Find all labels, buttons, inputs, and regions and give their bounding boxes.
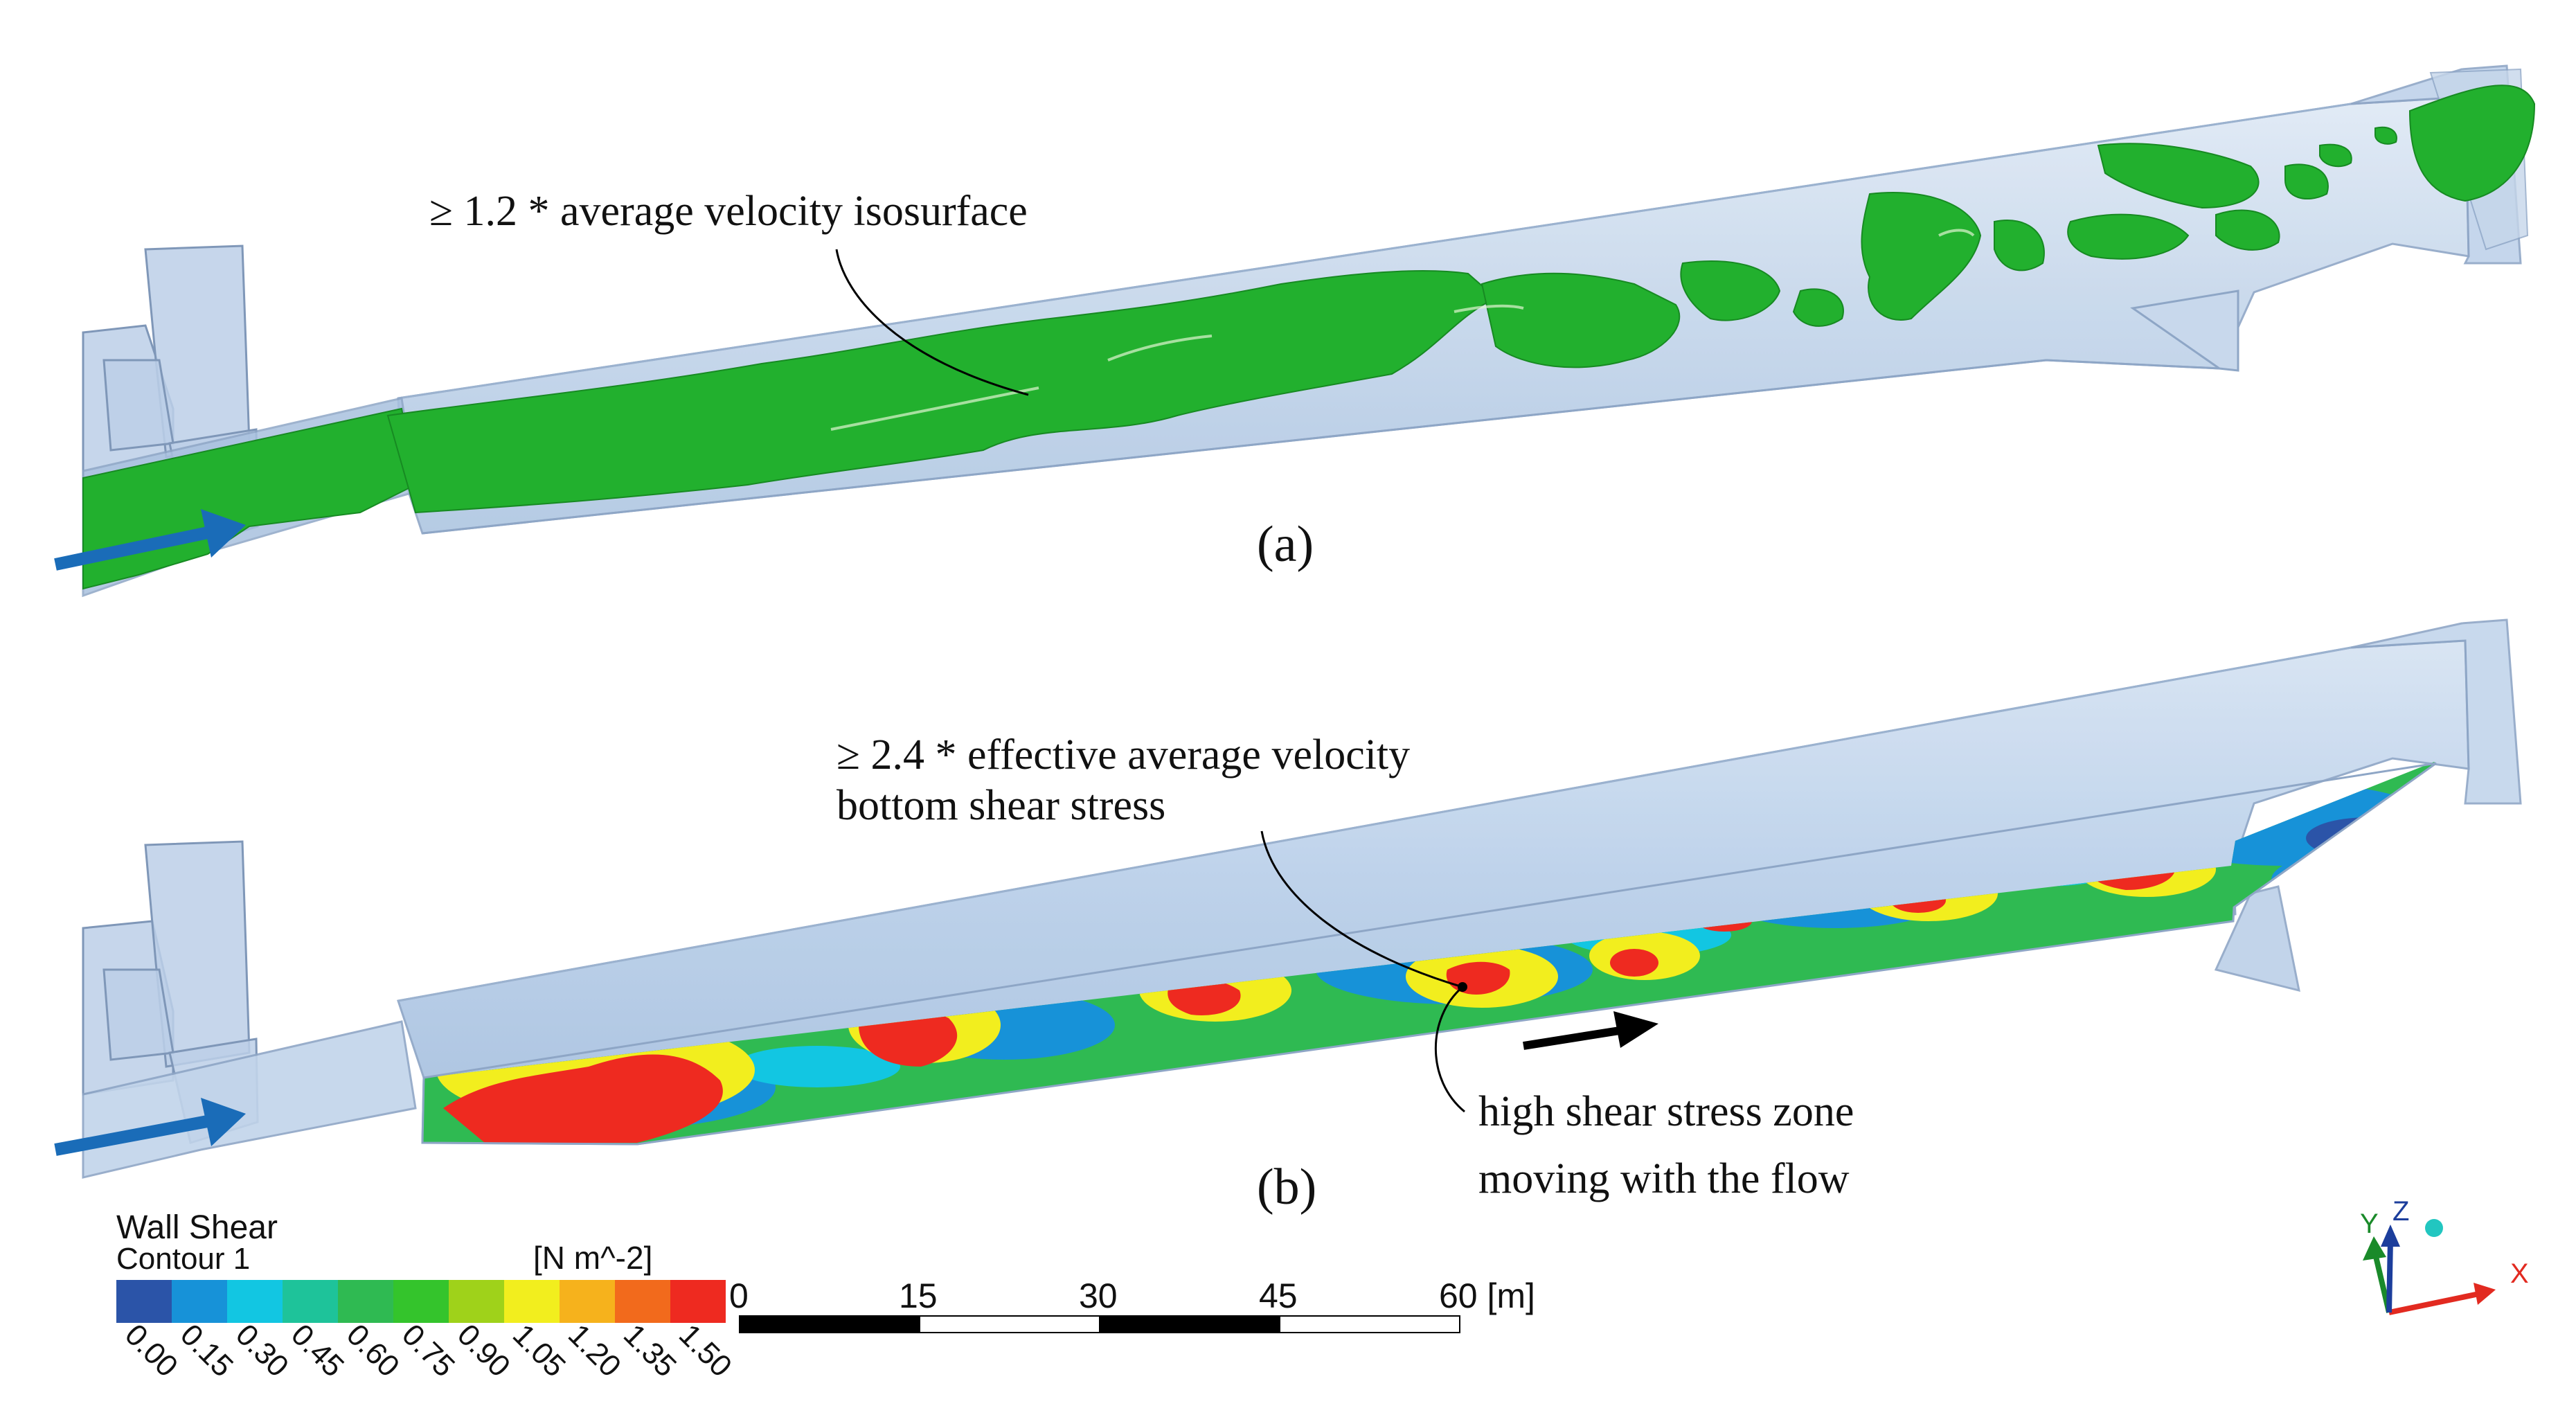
legend-unit: [N m^-2]: [533, 1240, 652, 1276]
velocity-isosurface: [82, 84, 2536, 590]
isosurface-highlights: [830, 229, 1975, 431]
legend-swatch: [338, 1280, 393, 1323]
legend-ticks: 0.000.150.300.450.600.750.901.051.201.35…: [118, 1317, 738, 1383]
legend-swatch: [449, 1280, 504, 1323]
legend-tick-label: 1.50: [672, 1317, 738, 1383]
legend-tick-label: 0.90: [451, 1317, 517, 1383]
leader-line-a: [835, 249, 1029, 396]
scale-segment-4: [1279, 1315, 1460, 1333]
legend-swatch: [670, 1280, 726, 1323]
leader-line-b: [1260, 830, 1463, 988]
y-axis-arrowhead: [2363, 1236, 2386, 1261]
legend-tick-label: 1.20: [562, 1317, 627, 1383]
scale-segment-3: [1099, 1315, 1280, 1333]
floor-outline: [421, 762, 2437, 1146]
color-legend: Wall Shear Contour 1 [N m^-2] 0.000.150.…: [116, 1209, 738, 1384]
legend-tick-label: 0.60: [340, 1317, 406, 1383]
inlet-channel-b: [82, 1020, 417, 1179]
legend-swatch: [560, 1280, 615, 1323]
scale-tick-labels: 0 15 30 45 60 [m]: [729, 1276, 1535, 1315]
panel-b-label: (b): [1257, 1159, 1316, 1216]
scale-tick-label: 15: [899, 1276, 938, 1315]
scale-segment-2: [919, 1315, 1100, 1333]
legend-swatch: [283, 1280, 338, 1323]
legend-tick-label: 0.00: [118, 1317, 184, 1383]
x-axis-label: X: [2510, 1258, 2529, 1289]
legend-tick-label: 0.30: [229, 1317, 295, 1383]
legend-swatch: [172, 1280, 227, 1323]
x-axis-line: [2388, 1291, 2480, 1315]
legend-tick-label: 0.45: [285, 1317, 350, 1383]
legend-swatches: [116, 1280, 726, 1323]
zone-annotation-line1: high shear stress zone: [1478, 1088, 1854, 1135]
legend-title-line2: Contour 1: [116, 1242, 250, 1276]
legend-tick-label: 0.15: [174, 1317, 240, 1383]
panel-a: ≥ 1.2 * average velocity isosurface (a): [54, 64, 2536, 598]
panel-a-label: (a): [1257, 516, 1314, 573]
shear-annotation-line1: ≥ 2.4 * effective average velocity: [837, 731, 1410, 778]
legend-swatch: [116, 1280, 172, 1323]
legend-swatch: [504, 1280, 560, 1323]
y-axis-label: Y: [2360, 1209, 2379, 1239]
legend-swatch: [615, 1280, 670, 1323]
panel-b: ≥ 2.4 * effective average velocity botto…: [54, 618, 2522, 1216]
scale-tick-label: 60 [m]: [1439, 1276, 1535, 1315]
legend-tick-label: 0.75: [395, 1317, 461, 1383]
leader-line-zone: [1434, 986, 1465, 1113]
axis-triad: X Y Z: [2360, 1196, 2529, 1315]
scale-tick-label: 45: [1259, 1276, 1298, 1315]
legend-title-line1: Wall Shear: [116, 1209, 278, 1246]
shear-annotation-line2: bottom shear stress: [837, 782, 1165, 829]
inflow-arrow-a: [54, 509, 246, 571]
zone-annotation-line2: moving with the flow: [1478, 1155, 1850, 1202]
scale-tick-label: 0: [729, 1276, 749, 1315]
legend-tick-label: 1.05: [506, 1317, 572, 1383]
axis-origin-sphere: [2425, 1219, 2443, 1237]
scale-segment-1: [739, 1315, 920, 1333]
tunnel-b: [397, 618, 2522, 1146]
z-axis-label: Z: [2392, 1196, 2409, 1227]
flow-direction-arrow: [1523, 1011, 1658, 1050]
z-axis-arrowhead: [2381, 1225, 2400, 1247]
legend-tick-label: 1.35: [617, 1317, 683, 1383]
legend-swatch: [393, 1280, 449, 1323]
isosurface-annotation: ≥ 1.2 * average velocity isosurface: [429, 188, 1028, 235]
legend-swatch: [227, 1280, 283, 1323]
scale-bar: 0 15 30 45 60 [m]: [729, 1276, 1535, 1333]
z-axis-line: [2386, 1239, 2393, 1313]
scale-tick-label: 30: [1079, 1276, 1118, 1315]
x-axis-arrowhead: [2474, 1283, 2496, 1305]
inflow-arrow-b: [54, 1098, 246, 1156]
